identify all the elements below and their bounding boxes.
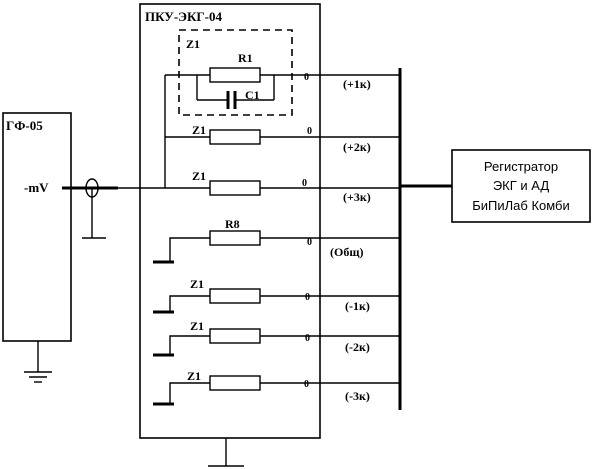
recorder-line2: ЭКГ и АД (493, 178, 550, 193)
channel-common: R8 0 (Общ) (153, 217, 400, 264)
zero-mark: 0 (305, 333, 310, 344)
recorder-line3: БиПиЛаб Комби (472, 198, 570, 213)
output-label-plus3: (+3к) (343, 190, 371, 204)
output-label-minus2: (-2к) (345, 340, 370, 354)
z-label: Z1 (190, 277, 204, 291)
channel-minus1: Z1 0 (-1к) (153, 277, 400, 314)
generator-block: ГФ-05 -mV (2, 112, 72, 383)
output-label-plus1: (+1к) (343, 77, 371, 91)
z-group-outline (178, 29, 293, 116)
output-label-minus3: (-3к) (345, 389, 370, 403)
r8-resistor (209, 230, 261, 246)
z-label: Z1 (187, 369, 201, 383)
z-label: Z1 (192, 123, 206, 137)
zero-mark: 0 (304, 379, 309, 390)
c1-label: C1 (245, 88, 260, 102)
z-resistor (209, 180, 261, 196)
zero-mark: 0 (307, 237, 312, 248)
zero-mark: 0 (307, 126, 312, 137)
z-label: Z1 (190, 319, 204, 333)
z-resistor (209, 375, 261, 391)
unit-label: ПКУ-ЭКГ-04 (145, 9, 222, 24)
recorder-block: Регистратор ЭКГ и АД БиПиЛаб Комби (451, 149, 591, 223)
recorder-box (451, 149, 591, 223)
z-group-label: Z1 (186, 37, 200, 51)
zero-mark: 0 (305, 292, 310, 303)
generator-ground-icon (24, 371, 52, 383)
z-resistor (209, 129, 261, 145)
z-resistor (209, 328, 261, 344)
z-resistor (209, 288, 261, 304)
unit-block: ПКУ-ЭКГ-04 (139, 3, 321, 467)
zero-mark: 0 (304, 72, 309, 83)
channel-plus1: 0 (+1к) (300, 72, 400, 91)
output-label-plus2: (+2к) (343, 140, 371, 154)
zero-mark: 0 (302, 178, 307, 189)
generator-box (2, 112, 72, 342)
r1-resistor (209, 67, 261, 83)
channel-minus2: Z1 0 (-2к) (153, 319, 400, 357)
generator-output-label: -mV (24, 180, 49, 195)
channel-plus3: Z1 0 (+3к) (192, 169, 400, 204)
r1-label: R1 (238, 51, 253, 65)
z-group: Z1 R1 C1 (165, 29, 300, 116)
channel-plus2: Z1 0 (+2к) (165, 123, 400, 154)
output-label-minus1: (-1к) (345, 299, 370, 313)
shielded-cable (62, 178, 118, 239)
z-label: Z1 (192, 169, 206, 183)
output-label-common: (Общ) (330, 245, 363, 259)
recorder-line1: Регистратор (484, 159, 558, 174)
channel-minus3: Z1 0 (-3к) (153, 369, 400, 406)
generator-label: ГФ-05 (6, 118, 43, 133)
r8-label: R8 (225, 217, 240, 231)
